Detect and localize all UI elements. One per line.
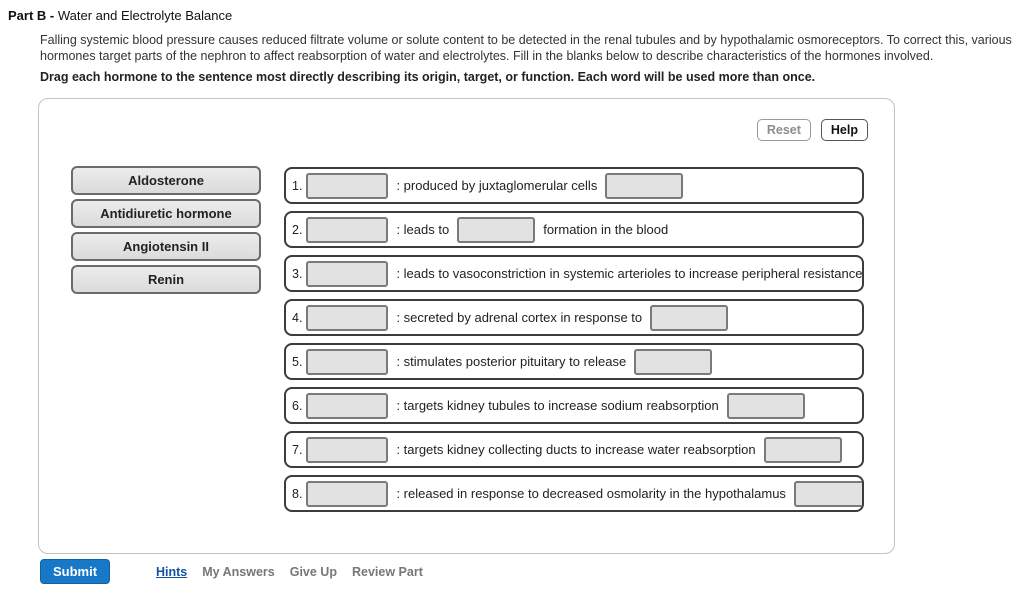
- sentence-number: 8.: [292, 486, 303, 501]
- sentence-text: : leads to vasoconstriction in systemic …: [396, 266, 863, 281]
- drop-blank-second[interactable]: [726, 392, 805, 419]
- sentence-text: : targets kidney collecting ducts to inc…: [396, 442, 756, 457]
- hormone-chip-antidiuretic-hormone[interactable]: Antidiuretic hormone: [71, 199, 261, 228]
- footer-bar: Submit Hints My Answers Give Up Review Part: [40, 559, 423, 584]
- help-button[interactable]: Help: [820, 119, 868, 141]
- sentence-text: : produced by juxtaglomerular cells: [396, 178, 598, 193]
- drop-blank-second[interactable]: [793, 480, 862, 507]
- sentence-row-1: 1. : produced by juxtaglomerular cells: [284, 167, 864, 204]
- instruction-text: Drag each hormone to the sentence most d…: [40, 70, 816, 84]
- drop-blank-4b[interactable]: [650, 304, 729, 331]
- link-review-part[interactable]: Review Part: [351, 564, 423, 579]
- sentence-tail: formation in the blood: [543, 222, 669, 237]
- sentence-number: 6.: [292, 398, 303, 413]
- footer-links: Hints My Answers Give Up Review Part: [156, 565, 423, 579]
- sentence-number: 3.: [292, 266, 303, 281]
- drop-blank-8a[interactable]: [306, 480, 389, 507]
- link-give-up[interactable]: Give Up: [289, 564, 337, 579]
- drop-blank-4a[interactable]: [306, 304, 389, 331]
- sentence-row-2: 2. : leads to formation in the blood: [284, 211, 864, 248]
- drop-blank-2a[interactable]: [306, 216, 389, 243]
- panel-toolbar: Reset Help: [756, 119, 868, 141]
- sentence-text: : secreted by adrenal cortex in response…: [396, 310, 643, 325]
- page-title: Part B - Water and Electrolyte Balance: [8, 8, 232, 23]
- sentence-number: 1.: [292, 178, 303, 193]
- drop-blank-1a[interactable]: [306, 172, 389, 199]
- sentence-row-4: 4. : secreted by adrenal cortex in respo…: [284, 299, 864, 336]
- drop-blank-second[interactable]: [605, 172, 684, 199]
- link-my-answers[interactable]: My Answers: [202, 564, 275, 579]
- drop-blank-second[interactable]: [763, 436, 842, 463]
- sentence-number: 5.: [292, 354, 303, 369]
- part-label: Part B -: [8, 8, 58, 23]
- drop-blank-5b[interactable]: [634, 348, 713, 375]
- hormone-chip-aldosterone[interactable]: Aldosterone: [71, 166, 261, 195]
- part-title: Water and Electrolyte Balance: [57, 8, 233, 23]
- sentence-text: : stimulates posterior pituitary to rele…: [396, 354, 627, 369]
- drop-blank-3a[interactable]: [306, 260, 389, 287]
- sentence-list: 1. : produced by juxtaglomerular cells 2…: [284, 167, 864, 519]
- drop-blank-7a[interactable]: [306, 436, 389, 463]
- sentence-text: : released in response to decreased osmo…: [396, 486, 786, 501]
- sentence-text: : targets kidney tubules to increase sod…: [396, 398, 719, 413]
- submit-button[interactable]: Submit: [40, 559, 110, 584]
- sentence-row-5: 5. : stimulates posterior pituitary to r…: [284, 343, 864, 380]
- hormone-chip-renin[interactable]: Renin: [71, 265, 261, 294]
- sentence-text: : leads to: [396, 222, 450, 237]
- link-hints[interactable]: Hints: [156, 564, 188, 579]
- sentence-row-7: 7. : targets kidney collecting ducts to …: [284, 431, 864, 468]
- sentence-row-3: 3. : leads to vasoconstriction in system…: [284, 255, 864, 292]
- sentence-row-6: 6. : targets kidney tubules to increase …: [284, 387, 864, 424]
- sentence-number: 7.: [292, 442, 303, 457]
- hormone-chip-angiotensin-ii[interactable]: Angiotensin II: [71, 232, 261, 261]
- drop-blank-6a[interactable]: [306, 392, 389, 419]
- reset-button[interactable]: Reset: [756, 119, 811, 141]
- sentence-row-8: 8. : released in response to decreased o…: [284, 475, 864, 512]
- sentence-number: 4.: [292, 310, 303, 325]
- drop-blank-2b[interactable]: [457, 216, 536, 243]
- drop-blank-5a[interactable]: [306, 348, 389, 375]
- description-text: Falling systemic blood pressure causes r…: [40, 33, 1012, 63]
- sentence-number: 2.: [292, 222, 303, 237]
